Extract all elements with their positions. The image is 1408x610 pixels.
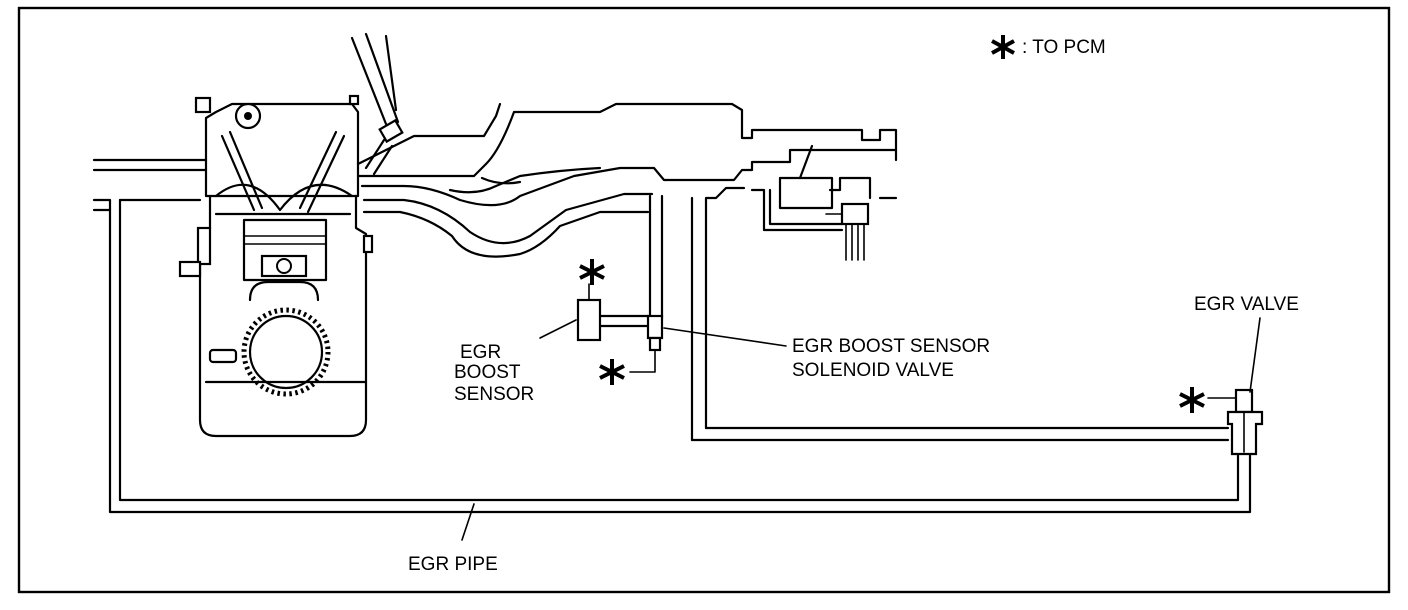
egr-pipe	[92, 198, 1252, 541]
egr-boost-sensor-solenoid-valve	[599, 314, 787, 385]
label-egr-boost-sensor-line2: BOOST	[454, 362, 521, 383]
asterisk-icon	[991, 35, 1015, 59]
intake-duct	[92, 32, 898, 442]
label-egr-boost-sensor-line3: SENSOR	[454, 384, 534, 405]
vacuum-lines	[648, 194, 1230, 442]
label-egr-pipe: EGR PIPE	[408, 554, 498, 575]
egr-valve	[1179, 317, 1264, 456]
egr-boost-sensor-leader	[539, 319, 577, 339]
asterisk-icon	[1179, 387, 1205, 413]
egr-pipe-leader	[461, 503, 475, 541]
label-egr-valve: EGR VALVE	[1194, 294, 1299, 315]
asterisk-icon	[599, 359, 625, 385]
label-solenoid-valve-line2: SOLENOID VALVE	[792, 360, 954, 381]
legend-text: : TO PCM	[1022, 37, 1106, 58]
label-egr-boost-sensor-line1: EGR	[460, 342, 501, 363]
solenoid-valve-leader	[663, 327, 787, 347]
legend: : TO PCM	[991, 35, 1106, 59]
asterisk-icon	[579, 259, 605, 285]
egr-boost-sensor	[539, 259, 650, 342]
egr-valve-leader	[1249, 317, 1261, 393]
diagram-frame	[17, 6, 1391, 594]
engine	[178, 94, 374, 438]
label-solenoid-valve-line1: EGR BOOST SENSOR	[792, 336, 990, 357]
